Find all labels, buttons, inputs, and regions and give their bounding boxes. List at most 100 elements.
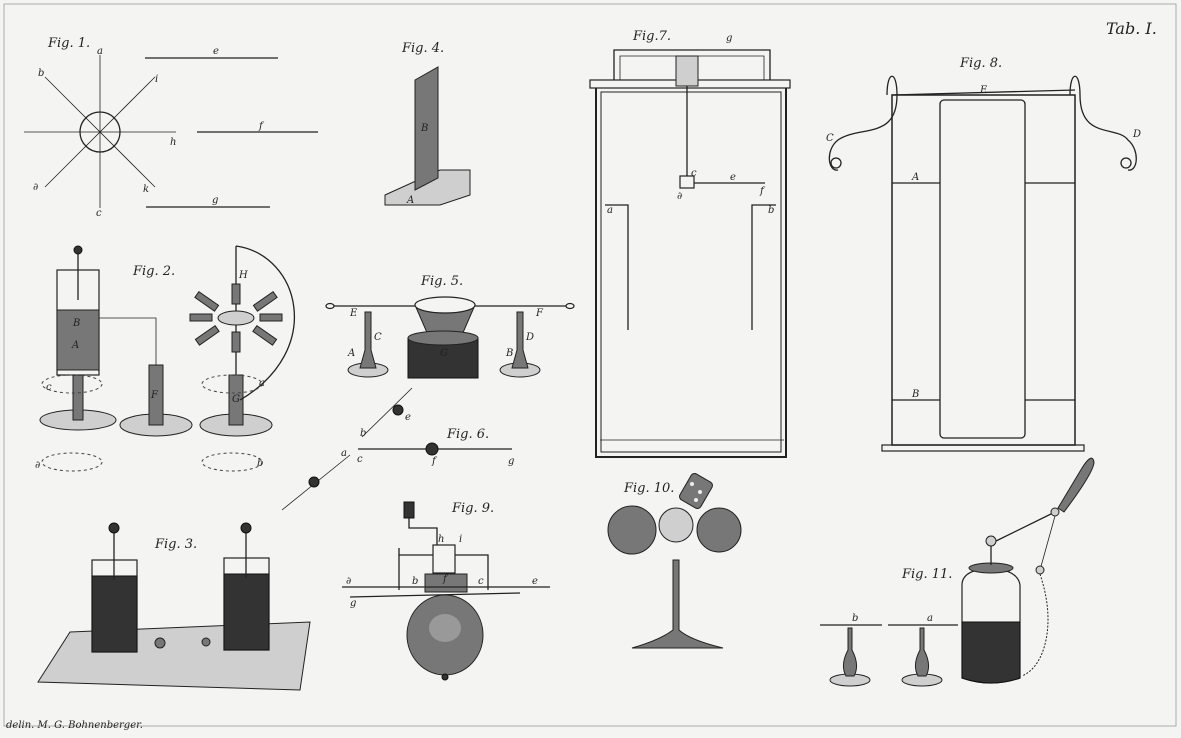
fig2-left-stem (72, 374, 84, 421)
figure-7-title: Fig.7. (632, 29, 671, 44)
fig5-letter-A: A (347, 348, 355, 359)
fig7-jar-inner (600, 91, 782, 453)
fig1-letter-e: e (213, 46, 219, 57)
fig1-letter-g: g (212, 195, 218, 206)
fig7-letter-f: f (759, 186, 766, 197)
fig11-letter-b: b (852, 613, 858, 624)
fig9-crank-handle (403, 501, 415, 519)
fig2-letter-H: H (238, 270, 248, 281)
figure-11-title: Fig. 11. (901, 567, 952, 582)
fig7-top-bracket (613, 49, 771, 80)
fig3-ball-2 (201, 637, 211, 647)
fig1-letter-k: k (143, 184, 149, 195)
fig7-jar-outline (595, 86, 787, 458)
figure-9-title: Fig. 9. (451, 501, 494, 516)
fig3-ball-1 (154, 637, 166, 649)
fig10-disc-right (696, 507, 742, 553)
fig6-rod-be (361, 387, 413, 438)
figure-3-title: Fig. 3. (154, 537, 197, 552)
fig2-wire (99, 317, 157, 367)
fig8-scroll-D-end (1120, 157, 1132, 169)
fig8-letter-D: D (1132, 129, 1141, 140)
figure-3: Fig. 3. (37, 522, 311, 691)
fig6-ball-e (392, 404, 404, 416)
fig8-outer-frame (891, 94, 1076, 446)
fig7-letter-a: a (607, 205, 613, 216)
plate-border (3, 3, 1177, 727)
fig2-letter-G: G (232, 394, 240, 405)
fig9-letter-i: i (459, 534, 462, 545)
figure-1-title: Fig. 1. (47, 36, 90, 51)
fig2-letter-A: A (71, 340, 79, 351)
fig3-right-knob (240, 522, 252, 534)
fig5-right-stand (511, 311, 529, 369)
fig7-letter-d: ∂ (677, 191, 682, 202)
fig3-left-knob (108, 522, 120, 534)
fig6-ball-f (425, 442, 439, 456)
fig2-jar-knob (73, 245, 83, 255)
fig6-letter-c: c (357, 454, 363, 465)
fig9-letter-h: h (438, 534, 444, 545)
fig11-stand-a (914, 627, 930, 677)
fig6-ball-a (308, 476, 320, 488)
figure-10: Fig. 10. (607, 472, 742, 649)
fig4-vertical-plate (414, 66, 439, 191)
fig11-chain (1021, 573, 1049, 677)
fig2-jar-coating (56, 309, 100, 371)
fig10-plate-hole-2 (698, 490, 702, 494)
fig8-letter-C: C (826, 133, 834, 144)
fig7-letter-c: c (691, 168, 697, 179)
figure-4: Fig. 4. B A (384, 41, 471, 206)
fig9-letter-f: f (442, 574, 449, 585)
fig5-letter-D: D (525, 332, 534, 343)
fig9-letter-c: c (478, 576, 484, 587)
fig2-dotted-ring-a (201, 374, 263, 394)
fig2-dotted-ring-d (41, 452, 103, 472)
fig8-base (881, 444, 1085, 452)
figure-1: Fig. 1. a b i h k c ∂ e f g (24, 36, 318, 219)
fig2-letter-b: b (257, 458, 263, 469)
engraver-signature: delin. M. G. Bohnenberger. (6, 720, 143, 731)
figure-9: Fig. 9. h i f ∂ b c e g (342, 501, 550, 681)
fig6-letter-e: e (405, 412, 411, 423)
fig8-scroll-D (1069, 75, 1137, 171)
fig2-letter-B: B (72, 318, 80, 329)
fig5-cylinder-top (407, 330, 479, 346)
fig8-scroll-C (828, 75, 898, 171)
fig9-sphere-highlight (429, 614, 461, 642)
figure-8: Fig. 8. E C D A B (826, 56, 1141, 452)
figure-10-title: Fig. 10. (623, 481, 674, 496)
figure-4-title: Fig. 4. (401, 41, 444, 56)
fig8-letter-B: B (911, 389, 919, 400)
fig11-stand-b (842, 627, 858, 677)
fig11-discharger-handle (1057, 457, 1095, 513)
fig4-letter-B: B (420, 123, 428, 134)
fig10-disc-left (607, 505, 657, 555)
fig8-letter-E: E (979, 85, 988, 96)
fig8-scroll-C-end (830, 157, 842, 169)
fig5-letter-C: C (374, 332, 382, 343)
fig1-letter-b: b (38, 68, 44, 79)
fig10-plate-hole-1 (690, 482, 694, 486)
fig10-plate-hole-3 (694, 498, 698, 502)
plate-label: Tab. I. (1106, 19, 1157, 38)
fig7-letter-g: g (726, 33, 732, 44)
fig1-letter-h: h (170, 137, 176, 148)
fig6-letter-f: f (431, 456, 438, 467)
fig9-letter-e: e (532, 576, 538, 587)
fig2-letter-a: a (259, 378, 265, 389)
fig9-sphere-tip (441, 673, 449, 681)
fig11-discharger-ball (1035, 565, 1045, 575)
fig1-letter-f: f (258, 121, 265, 132)
fig11-discharger-lower-arm (1039, 515, 1056, 571)
fig2-letter-c: c (46, 382, 52, 393)
fig2-dotted-ring-c (41, 374, 103, 394)
fig5-left-stand (359, 311, 377, 369)
figure-5-title: Fig. 5. (420, 274, 463, 289)
fig9-rod-g (349, 592, 521, 598)
fig5-rod-end-left (325, 302, 335, 310)
fig5-letter-F: F (535, 308, 544, 319)
fig11-discharger-arm (995, 511, 1056, 542)
fig2-wheel-spokes (189, 283, 283, 353)
